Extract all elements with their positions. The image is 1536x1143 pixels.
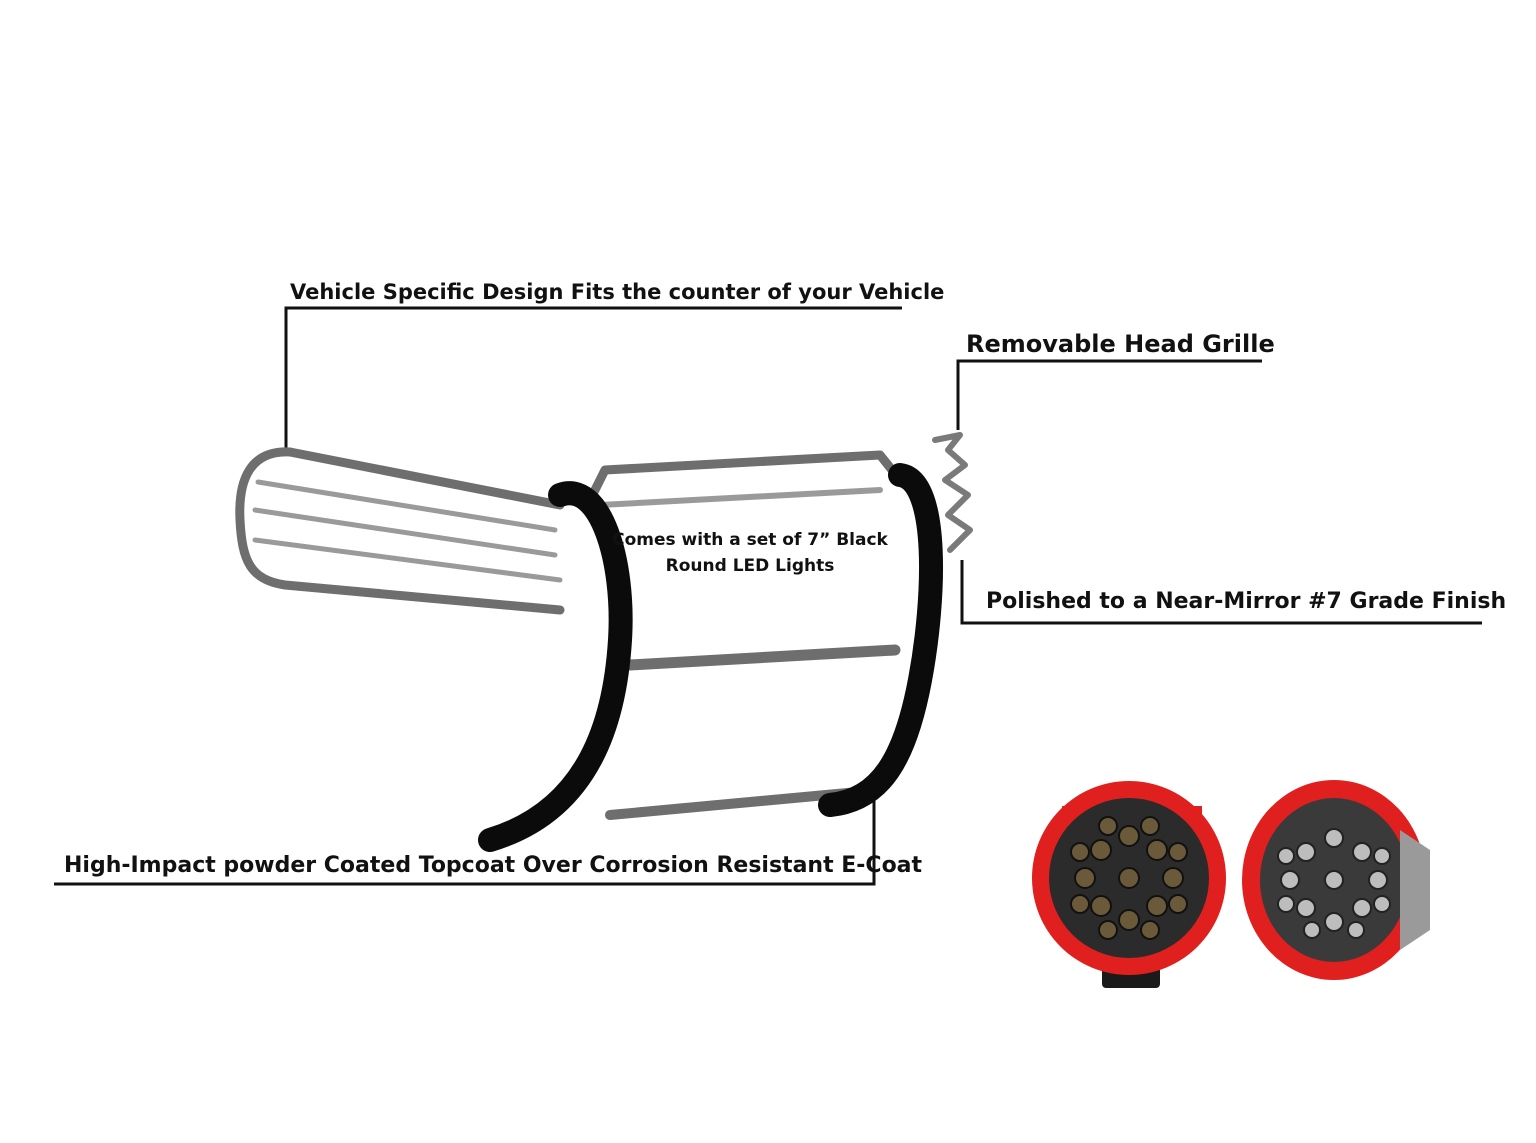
led-light-angled-icon (1242, 780, 1430, 980)
leader-lines (54, 306, 1482, 886)
callout-head-grille: Removable Head Grille (966, 330, 1275, 358)
grille-guard-illustration (235, 432, 973, 852)
callout-coating: High-Impact powder Coated Topcoat Over C… (64, 853, 923, 878)
leader-vehicle-design (284, 306, 902, 455)
callout-led-lights: Comes with a set of 7” Black Round LED L… (606, 527, 894, 579)
callout-led-lights-line2: Round LED Lights (665, 556, 835, 576)
leader-head-grille (956, 359, 1262, 430)
led-light-front-icon (1032, 781, 1226, 988)
callout-polished: Polished to a Near-Mirror #7 Grade Finis… (986, 589, 1507, 614)
callout-vehicle-design: Vehicle Specific Design Fits the counter… (290, 280, 945, 304)
callout-led-lights-line1: Comes with a set of 7” Black (612, 530, 888, 550)
leader-coating (54, 800, 876, 886)
leader-polished (960, 560, 1482, 625)
